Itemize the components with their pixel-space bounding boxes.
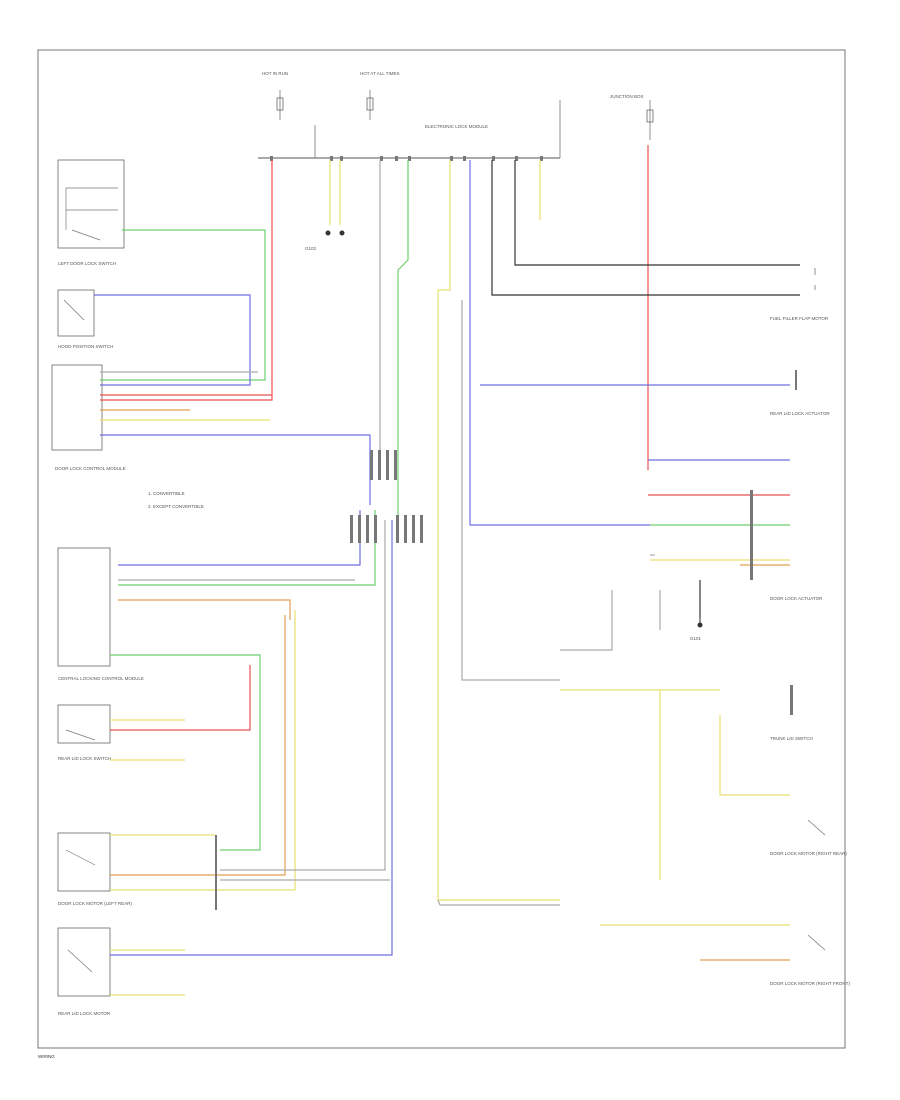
left-module-1-label: DOOR LOCK CONTROL MODULE [55, 466, 126, 471]
right-ref-2-label: REAR LID LOCK ACTUATOR [770, 411, 830, 416]
junction-box-label: JUNCTION BOX [610, 94, 644, 99]
left-switch-1-symbol [65, 187, 118, 241]
right-ref-5-label: DOOR LOCK MOTOR (RIGHT REAR) [770, 851, 847, 856]
fuse-label-b: HOT AT ALL TIMES [360, 71, 400, 76]
legend-1: 1. CONVERTIBLE [148, 491, 185, 496]
right-ref-3-label: DOOR LOCK ACTUATOR [770, 596, 823, 601]
blue-wires [94, 160, 790, 956]
left-switch-1-box [57, 159, 125, 249]
fuse-symbol-c [646, 100, 654, 140]
left-module-2-label: CENTRAL LOCKING CONTROL MODULE [58, 676, 144, 681]
yellow-wires [100, 160, 790, 996]
electronic-module-label: ELECTRONIC LOCK MODULE [425, 124, 488, 129]
left-switch-4-label: DOOR LOCK MOTOR (LEFT REAR) [58, 901, 132, 906]
left-module-1-box [51, 364, 103, 451]
left-switch-5-label: REAR LID LOCK MOTOR [58, 1011, 111, 1016]
left-switch-5-box [57, 927, 111, 997]
grey-wires [100, 160, 661, 906]
legend-2: 2. EXCEPT CONVERTIBLE [148, 504, 204, 509]
fuse-symbol-b [366, 90, 374, 120]
left-switch-3-label: REAR LID LOCK SWITCH [58, 756, 111, 761]
fuse-label-a: HOT IN RUN [262, 71, 288, 76]
connectors [215, 370, 797, 910]
left-switch-2-label: HOOD POSITION SWITCH [58, 344, 113, 349]
black-wires [491, 160, 800, 618]
right-ref-6-label: DOOR LOCK MOTOR (RIGHT FRONT) [770, 981, 850, 986]
left-switch-1-label: LEFT DOOR LOCK SWITCH [58, 261, 116, 266]
right-ref-4-label: TRUNK LID SWITCH [770, 736, 813, 741]
ground-label-b: G102 [305, 246, 317, 251]
right-switch-symbols [807, 268, 826, 951]
left-switch-4-box [57, 832, 111, 892]
footer-label: WIRING [38, 1054, 55, 1059]
module-pins [270, 156, 543, 161]
orange-wires [100, 409, 790, 961]
ground-symbol-b [325, 230, 345, 236]
diagram-frame [37, 49, 846, 1049]
ground-label-a: G101 [690, 636, 702, 641]
fuse-symbol-a [276, 90, 284, 120]
left-module-2-box [57, 547, 111, 667]
left-switch-3-box [57, 704, 111, 744]
ground-symbol-a [697, 618, 703, 628]
right-ref-1-label: FUEL FILLER FLAP MOTOR [770, 316, 829, 321]
left-switch-2-box [57, 289, 95, 337]
red-wires [100, 145, 790, 731]
